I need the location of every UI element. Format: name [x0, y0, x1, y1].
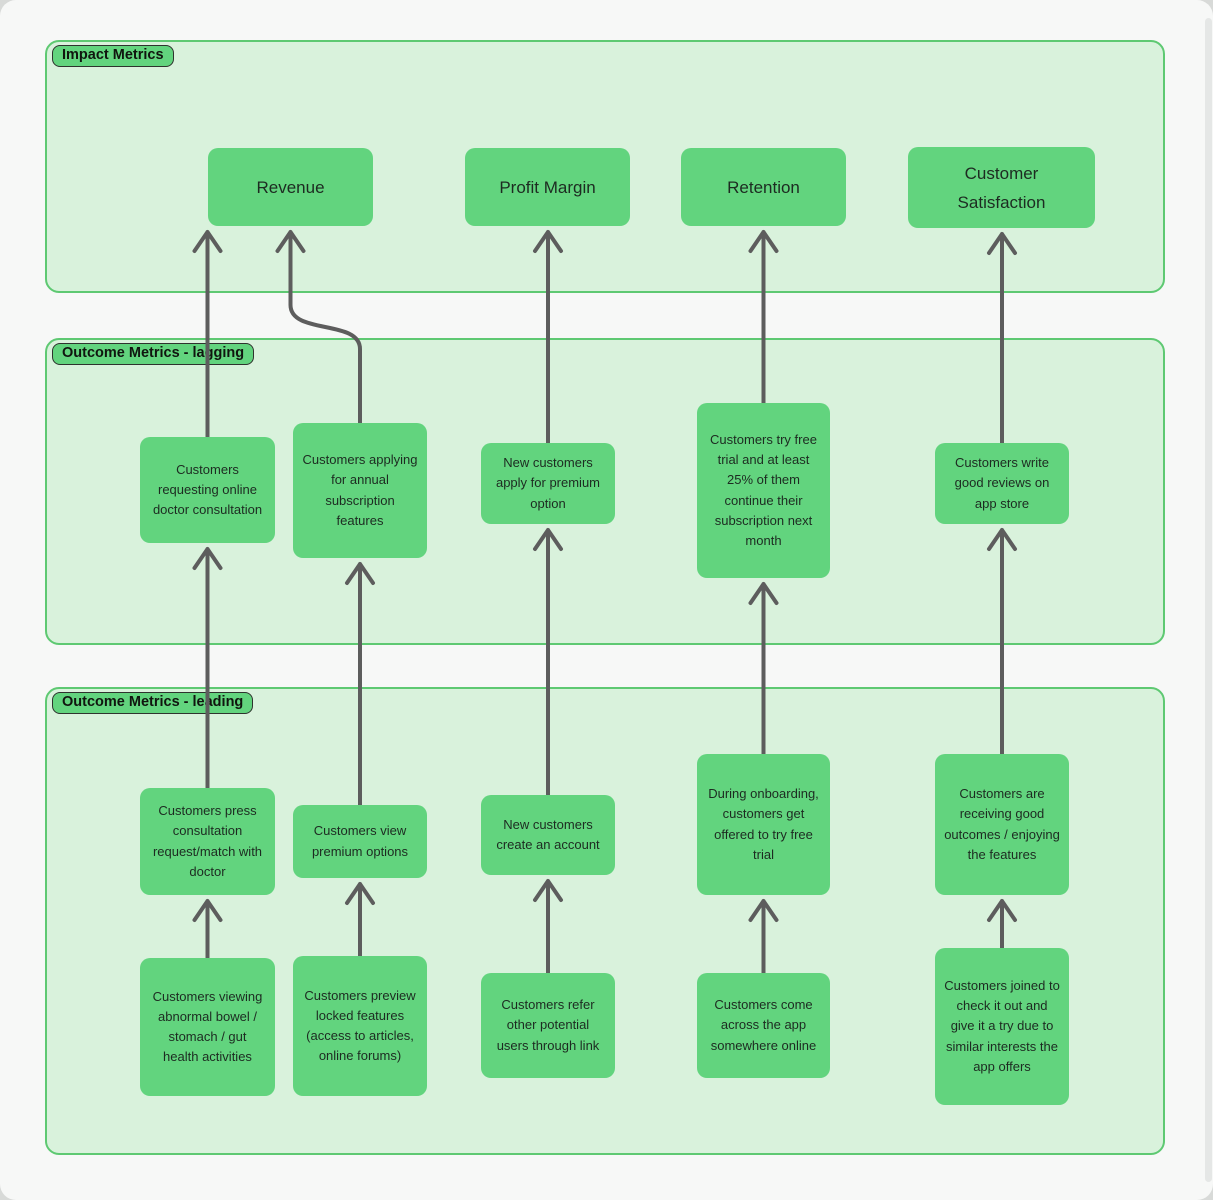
node-profit-margin[interactable]: Profit Margin	[465, 148, 630, 226]
node-lag-premium[interactable]: New customers apply for premium option	[481, 443, 615, 524]
node-lead-similar-interests[interactable]: Customers joined to check it out and giv…	[935, 948, 1069, 1105]
node-lag-consultation[interactable]: Customers requesting online doctor consu…	[140, 437, 275, 543]
section-impact-metrics-badge[interactable]: Impact Metrics	[52, 45, 174, 67]
node-customer-satisfaction[interactable]: Customer Satisfaction	[908, 147, 1095, 228]
scrollbar[interactable]	[1205, 18, 1212, 1182]
section-outcome-metrics-leading-badge[interactable]: Outcome Metrics - leading	[52, 692, 254, 714]
node-revenue[interactable]: Revenue	[208, 148, 373, 226]
node-retention[interactable]: Retention	[681, 148, 846, 226]
node-lag-reviews[interactable]: Customers write good reviews on app stor…	[935, 443, 1069, 524]
node-lead-onboarding-trial[interactable]: During onboarding, customers get offered…	[697, 754, 830, 895]
node-lead-refer-link[interactable]: Customers refer other potential users th…	[481, 973, 615, 1078]
node-lead-create-account[interactable]: New customers create an account	[481, 795, 615, 875]
node-lead-view-premium[interactable]: Customers view premium options	[293, 805, 427, 878]
node-lead-preview-locked[interactable]: Customers preview locked features (acces…	[293, 956, 427, 1096]
node-lag-free-trial[interactable]: Customers try free trial and at least 25…	[697, 403, 830, 578]
node-lead-viewing-health[interactable]: Customers viewing abnormal bowel / stoma…	[140, 958, 275, 1096]
node-lag-annual[interactable]: Customers applying for annual subscripti…	[293, 423, 427, 558]
node-lead-consult-press[interactable]: Customers press consultation request/mat…	[140, 788, 275, 895]
node-lead-good-outcomes[interactable]: Customers are receiving good outcomes / …	[935, 754, 1069, 895]
section-outcome-metrics-lagging-badge[interactable]: Outcome Metrics - lagging	[52, 343, 255, 365]
node-lead-found-online[interactable]: Customers come across the app somewhere …	[697, 973, 830, 1078]
